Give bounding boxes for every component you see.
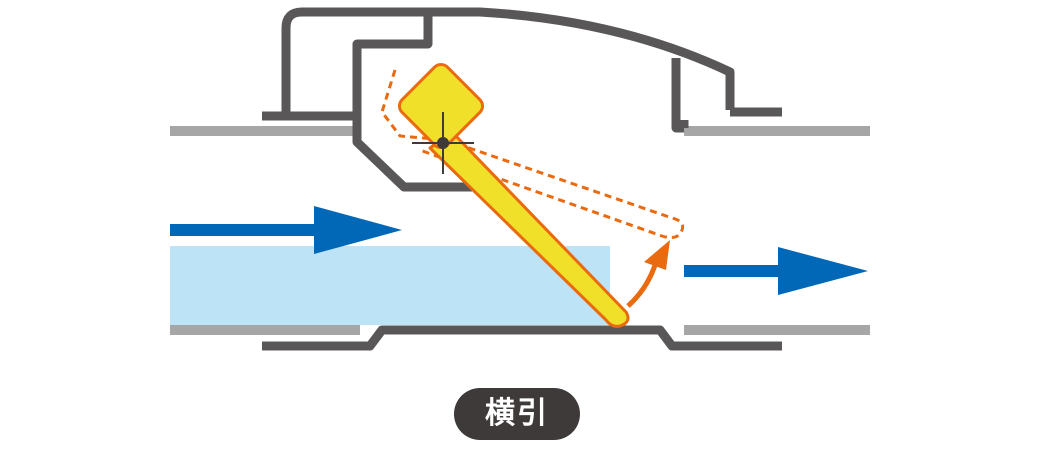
valve-body — [262, 7, 782, 351]
inflow-arrow — [170, 206, 402, 254]
caption-badge: 横引 — [454, 388, 580, 440]
open-disc-dashed-outline — [380, 69, 685, 240]
water-fill — [170, 246, 610, 325]
outflow-arrow — [684, 247, 868, 295]
inlet-pipe — [170, 126, 360, 335]
hinge-pin — [412, 112, 474, 174]
outlet-pipe — [684, 126, 870, 335]
caption-label: 横引 — [485, 396, 549, 431]
swing-disc — [397, 62, 630, 328]
swing-direction-arrow — [626, 240, 670, 308]
